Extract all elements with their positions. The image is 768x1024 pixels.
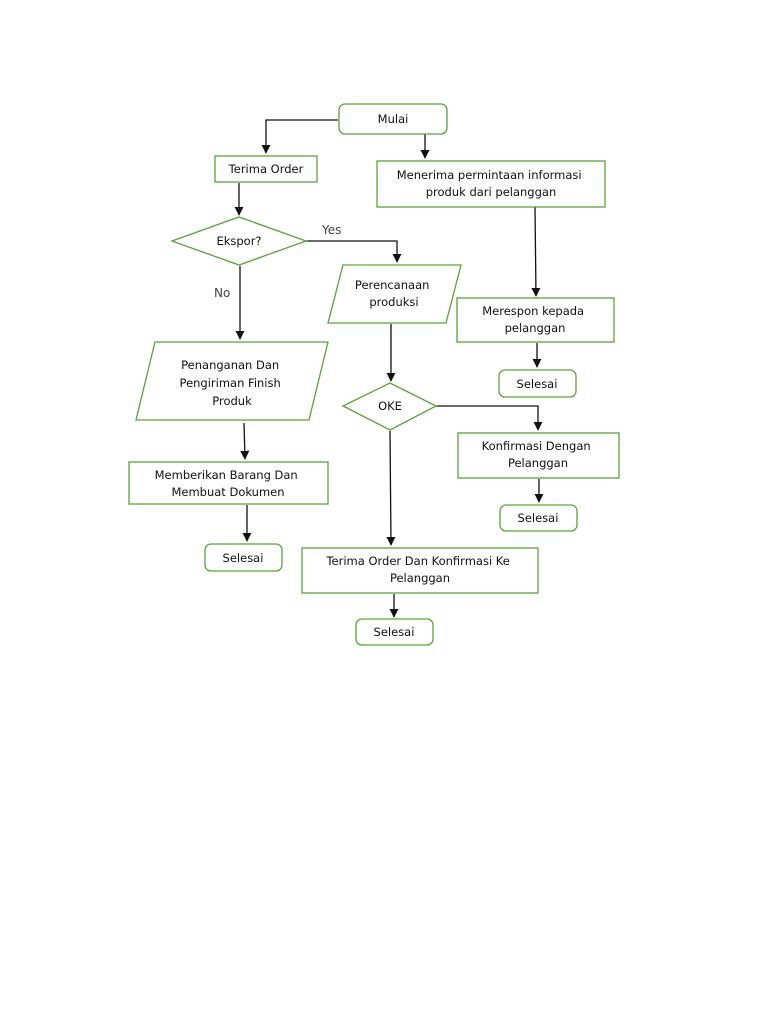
node-menerima-permintaan: Menerima permintaan informasi produk dar… [376,160,606,208]
node-selesai-1-label: Selesai [517,377,558,391]
svg-text:Perencanaan produksi: Perencanaan produksi [355,278,433,309]
svg-text:Penanganan Dan Pengiri: Penanganan Dan Pengiriman Finish Produk [180,358,285,408]
svg-text:Menerima permintaan informasi: Menerima permintaan informasi produk dar… [397,168,586,199]
node-selesai-4-label: Selesai [374,625,415,639]
node-penanganan: Penanganan Dan Pengiriman Finish Produk [135,341,329,421]
edge-ekspor-yes-to-perencanaan [306,240,402,263]
node-merespon-line-2: pelanggan [505,321,566,335]
svg-text:Merespon kepada pelang: Merespon kepada pelanggan [482,304,588,335]
edge-oke-to-konfirmasi [436,405,543,431]
node-terima-order: Terima Order [214,155,318,183]
node-memberikan-line-2: Membuat Dokumen [171,485,284,499]
node-memberikan-line-1: Memberikan Barang Dan [155,468,298,482]
node-konfirmasi-line-2: Pelanggan [508,456,568,470]
node-oke-label: OKE [378,399,402,413]
node-terima-order-label: Terima Order [228,162,304,176]
node-perencanaan-produksi: Perencanaan produksi [327,264,462,324]
node-ekspor-label: Ekspor? [216,234,261,248]
svg-text:Terima Order Dan Konfirmasi Ke: Terima Order Dan Konfirmasi Ke Pelanggan [325,554,513,585]
node-selesai-2-label: Selesai [518,511,559,525]
edge-oke-to-terima-konfirmasi [386,430,396,546]
node-selesai-3: Selesai [204,543,283,572]
node-penanganan-line-1: Penanganan Dan [181,358,279,372]
node-mulai: Mulai [338,103,448,135]
node-selesai-3-label: Selesai [223,551,264,565]
node-merespon-line-1: Merespon kepada [482,304,584,318]
node-selesai-4: Selesai [355,618,434,646]
edge-penanganan-to-memberikan [240,422,250,460]
node-selesai-2: Selesai [499,504,578,532]
edges [234,119,544,618]
node-selesai-1: Selesai [498,369,577,398]
svg-text:Konfirmasi Dengan Pela: Konfirmasi Dengan Pelanggan [482,439,595,470]
node-konfirmasi-line-1: Konfirmasi Dengan [482,439,591,453]
node-mulai-label: Mulai [378,112,409,126]
node-menerima-line-1: Menerima permintaan informasi [397,168,582,182]
node-memberikan-barang: Memberikan Barang Dan Membuat Dokumen [128,461,329,505]
node-perencanaan-line-2: produksi [369,295,418,309]
edge-label-yes: Yes [321,223,341,237]
node-merespon: Merespon kepada pelanggan [456,297,615,343]
node-penanganan-line-2: Pengiriman Finish [180,376,281,390]
node-oke-decision: OKE [341,382,438,431]
node-ekspor-decision: Ekspor? [170,216,308,266]
node-menerima-line-2: produk dari pelanggan [426,185,556,199]
node-penanganan-line-3: Produk [212,394,252,408]
edge-label-no: No [214,286,230,300]
node-terima-konfirmasi-line-1: Terima Order Dan Konfirmasi Ke [325,554,509,568]
node-konfirmasi-dengan-pelanggan: Konfirmasi Dengan Pelanggan [457,432,620,479]
node-terima-konfirmasi-line-2: Pelanggan [390,571,450,585]
svg-text:Memberikan Barang Dan: Memberikan Barang Dan Membuat Dokumen [155,468,302,499]
edge-mulai-to-terima-order [261,119,338,154]
node-perencanaan-line-1: Perencanaan [355,278,429,292]
node-terima-order-konfirmasi: Terima Order Dan Konfirmasi Ke Pelanggan [301,547,539,594]
edge-menerima-to-merespon [531,206,541,297]
